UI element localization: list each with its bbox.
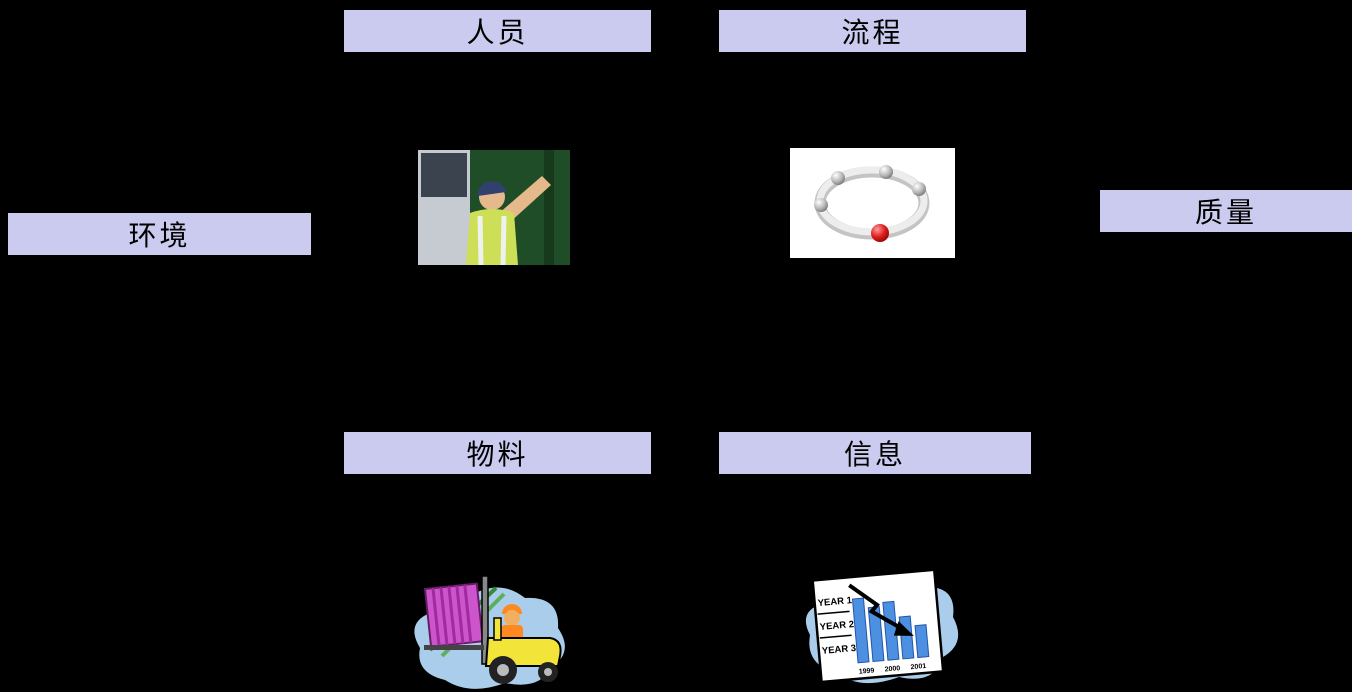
chart-year-label: 2001: [910, 663, 926, 671]
chart-row-label: YEAR 2: [819, 619, 854, 633]
forklift-icon: [400, 568, 575, 692]
label-information: 信息: [719, 432, 1031, 474]
chart-year-label: 2000: [884, 665, 900, 673]
label-materials: 物料: [344, 432, 651, 474]
chart-year-label: 1999: [859, 667, 875, 675]
declining-chart-icon: YEAR 1 YEAR 2 YEAR 3 1999 2000 2001: [795, 565, 960, 692]
label-process: 流程: [719, 10, 1026, 52]
chart-row-label: YEAR 1: [817, 595, 853, 609]
label-personnel: 人员: [344, 10, 651, 52]
label-environment: 环境: [8, 213, 311, 255]
chart-row-label: YEAR 3: [821, 643, 856, 657]
process-cycle-icon: [790, 148, 955, 258]
label-quality: 质量: [1100, 190, 1352, 232]
worker-at-truck-photo: [418, 150, 570, 265]
